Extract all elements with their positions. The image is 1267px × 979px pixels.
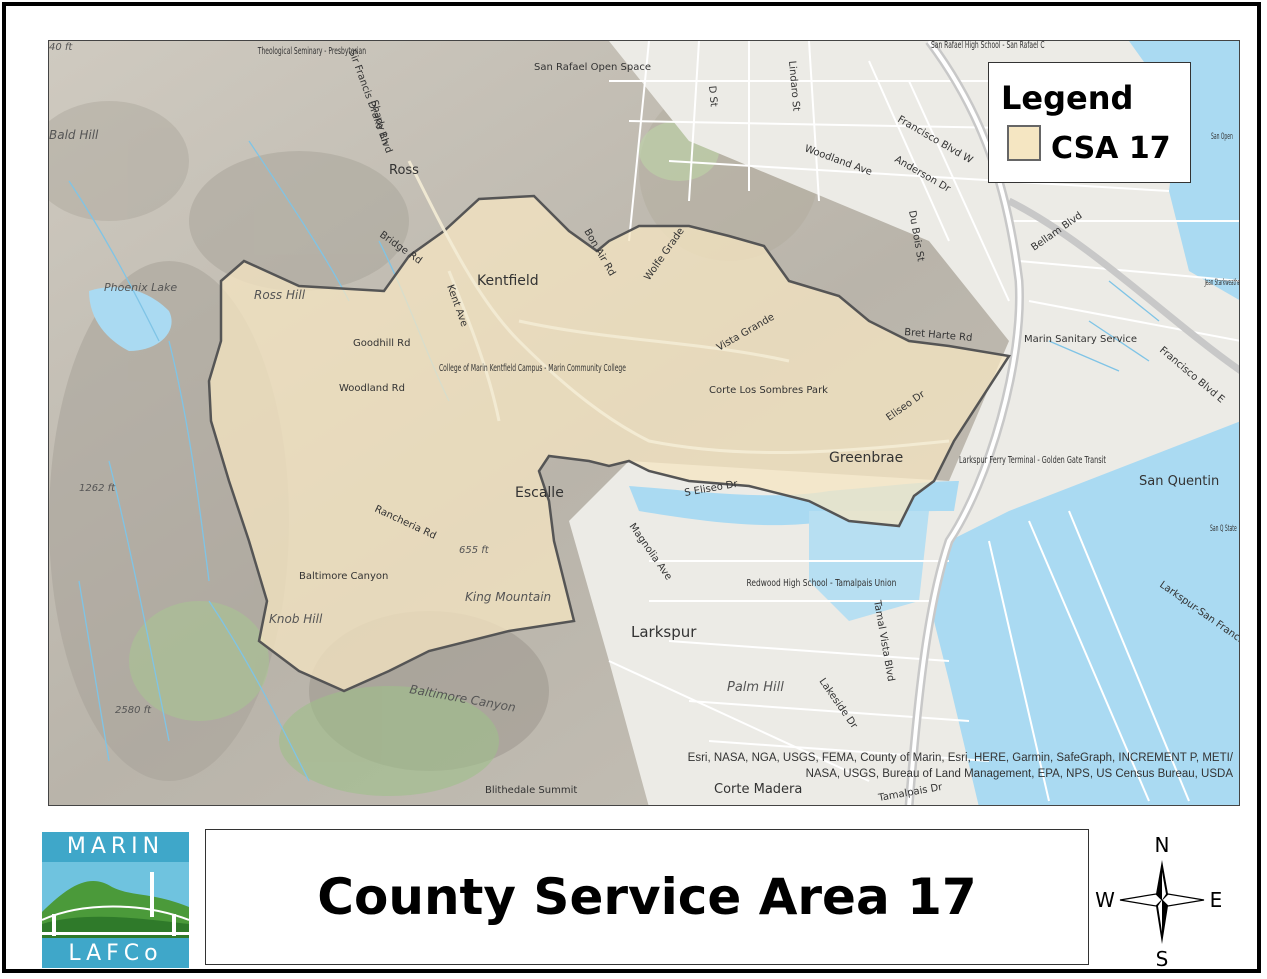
label-theological: Theological Seminary - Presbyterian xyxy=(257,44,366,56)
compass-n-label: N xyxy=(1155,833,1170,857)
label-woodland-rd: Woodland Rd xyxy=(339,383,405,394)
legend-swatch-csa17 xyxy=(1007,125,1041,161)
map-canvas[interactable]: Ross Kentfield Greenbrae Escalle Larkspu… xyxy=(48,40,1240,806)
logo-top-text: MARIN xyxy=(42,832,189,862)
compass-s-label: S xyxy=(1156,947,1169,971)
attribution-line-2: NASA, USGS, Bureau of Land Management, E… xyxy=(805,768,1233,780)
label-elev-655: 655 ft xyxy=(459,545,490,556)
label-greenbrae: Greenbrae xyxy=(829,450,903,466)
compass-west-point xyxy=(1119,893,1163,907)
label-corte-los-sombres: Corte Los Sombres Park xyxy=(709,385,828,396)
label-san-rafael-high: San Rafael High School - San Rafael C xyxy=(931,41,1045,50)
label-escalle: Escalle xyxy=(515,485,564,501)
label-san-open: San Open xyxy=(1211,130,1233,141)
label-knob-hill: Knob Hill xyxy=(269,612,323,626)
marin-lafco-logo: MARIN LAFCo xyxy=(42,832,189,968)
phoenix-lake-water xyxy=(89,287,172,351)
legend-title: Legend xyxy=(1001,79,1134,117)
label-ross-hill: Ross Hill xyxy=(254,288,306,302)
label-palm-hill: Palm Hill xyxy=(727,680,784,695)
basemap: Ross Kentfield Greenbrae Escalle Larkspu… xyxy=(49,41,1240,805)
csa17-boundary[interactable] xyxy=(207,194,1012,693)
title-box: County Service Area 17 xyxy=(205,829,1089,965)
label-blithedale: Blithedale Summit xyxy=(485,785,577,796)
legend-label-csa17: CSA 17 xyxy=(1051,131,1171,166)
label-college: College of Marin Kentfield Campus - Mari… xyxy=(439,361,626,373)
label-kentfield: Kentfield xyxy=(477,273,539,289)
logo-graphic xyxy=(42,862,189,938)
label-baltimore-canyon-place: Baltimore Canyon xyxy=(299,571,388,582)
bay-water xyxy=(929,421,1239,805)
compass-w-label: W xyxy=(1095,888,1115,912)
label-d-st: D St xyxy=(706,85,719,107)
label-phoenix-lake: Phoenix Lake xyxy=(104,281,177,294)
map-attribution: Esri, NASA, NGA, USGS, FEMA, County of M… xyxy=(633,750,1233,782)
label-corte-madera: Corte Madera xyxy=(714,782,802,797)
label-bald-hill: Bald Hill xyxy=(49,128,99,142)
attribution-line-1: Esri, NASA, NGA, USGS, FEMA, County of M… xyxy=(687,752,1233,764)
label-ross: Ross xyxy=(389,163,419,178)
compass-e-label: E xyxy=(1210,888,1223,912)
label-elev-40: 40 ft xyxy=(49,42,73,53)
legend-panel: Legend CSA 17 xyxy=(988,62,1191,183)
label-larkspur-ferry: Larkspur Ferry Terminal - Golden Gate Tr… xyxy=(959,454,1107,466)
label-marin-sanitary: Marin Sanitary Service xyxy=(1024,334,1137,345)
label-elev-2580: 2580 ft xyxy=(115,705,152,716)
map-title: County Service Area 17 xyxy=(317,868,977,926)
compass-east-point xyxy=(1161,893,1205,907)
marina xyxy=(809,511,929,621)
label-larkspur: Larkspur xyxy=(631,623,697,641)
label-san-rafael-open: San Rafael Open Space xyxy=(534,62,651,73)
label-elev-1262: 1262 ft xyxy=(79,483,116,494)
label-san-q-state: San Q State xyxy=(1210,522,1237,533)
csa-roads xyxy=(407,160,950,455)
label-king-mountain: King Mountain xyxy=(465,590,551,604)
north-arrow-compass: N S E W xyxy=(1095,833,1223,971)
label-jean-starkweather: Jean Starkweather Shoreline xyxy=(1204,277,1240,287)
label-san-quentin: San Quentin xyxy=(1139,474,1219,489)
label-redwood-high: Redwood High School - Tamalpais Union xyxy=(747,578,897,589)
label-goodhill-rd: Goodhill Rd xyxy=(353,338,410,349)
logo-bottom-text: LAFCo xyxy=(42,938,189,968)
label-lindaro: Lindaro St xyxy=(786,60,801,111)
